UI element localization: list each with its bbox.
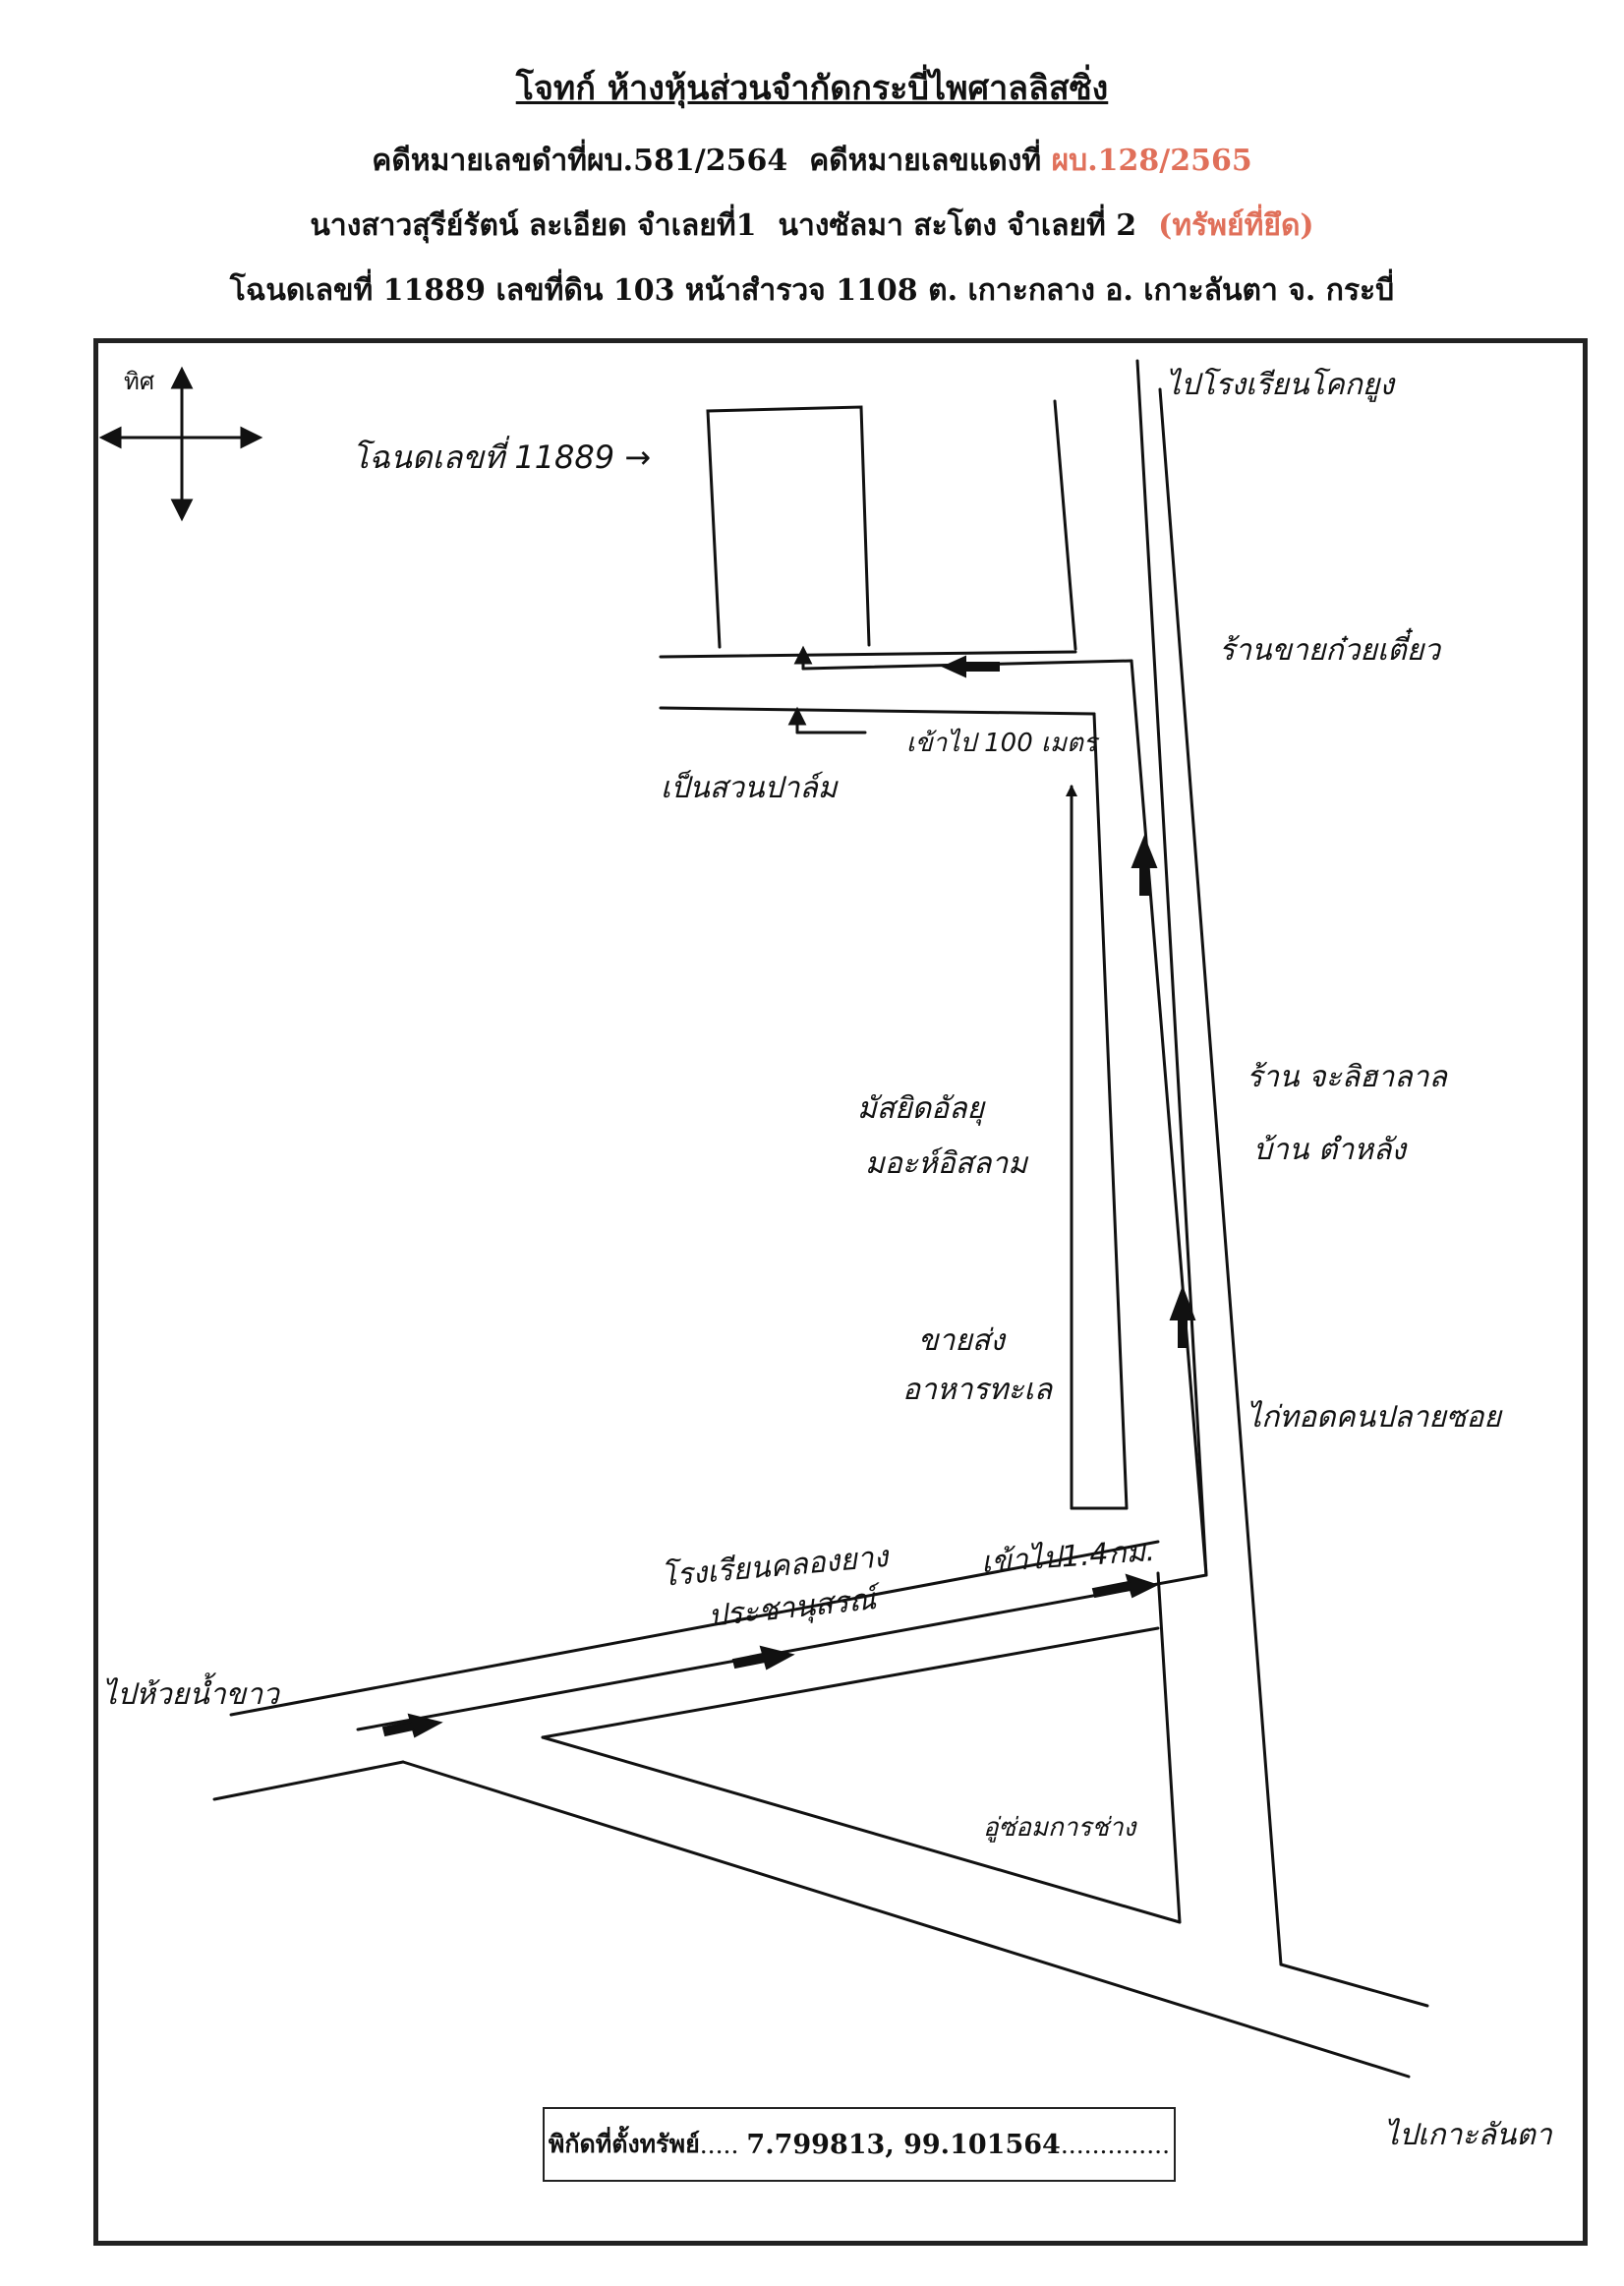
route-arrow-north-icon [1131, 835, 1158, 896]
coordinates-value: 7.799813, 99.101564 [746, 2129, 1061, 2160]
mosque-label-2: มอะห์อิสลาม [865, 1146, 1028, 1181]
noodle-shop-label: ร้านขายก๋วยเตี๋ยว [1219, 633, 1441, 668]
main-road-east-edge [1158, 387, 1283, 1966]
defendant-2: นางซัลมา สะโตง จำเลยที่ 2 [778, 208, 1137, 243]
to-school-top-label: ไปโรงเรียนโคกยูง [1166, 368, 1395, 402]
to-ko-lanta-label: ไปเกาะลันตา [1384, 2118, 1552, 2152]
fried-chicken-label: ไก่ทอดคนปลายซอย [1247, 1400, 1501, 1435]
map-frame [93, 338, 1588, 2246]
red-case-label: คดีหมายเลขแดงที่ [809, 144, 1042, 178]
red-case-number: ผบ.128/2565 [1051, 144, 1252, 178]
main-road-west-edge [1135, 359, 1208, 1577]
deed-plot-outline [706, 405, 871, 649]
house-label: บ้าน ตำหลัง [1253, 1133, 1407, 1167]
defendant-1: นางสาวสุรีย์รัตน์ ละเอียด จำเลยที่1 [310, 208, 757, 243]
plaintiff-title: โจทก์ ห้างหุ้นส่วนจำกัดกระบี่ไพศาลลิสซิ่… [515, 69, 1109, 108]
deed-label: โฉนดเลขที่ 11889 → [352, 439, 652, 476]
coordinates-label: พิกัดที่ตั้งทรัพย์ [548, 2130, 700, 2158]
to-huai-nam-khao-label: ไปห้วยน้ำขาว [102, 1677, 279, 1712]
mosque-label-1: มัสยิดอัลยุ [857, 1091, 985, 1126]
deed-details-line: โฉนดเลขที่ 11889 เลขที่ดิน 103 หน้าสำรวจ… [229, 273, 1395, 308]
route-arrow-east-icon [1091, 1573, 1159, 1599]
seafood-label-2: อาหารทะเล [902, 1373, 1053, 1407]
seafood-label-1: ขายส่ง [918, 1323, 1005, 1358]
palm-garden-label: เป็นสวนปาล์ม [661, 771, 838, 805]
seized-property-note: (ทรัพย์ที่ยึด) [1158, 208, 1314, 243]
lower-road-south-edge [212, 1760, 405, 1801]
route-arrow-east-icon [731, 1645, 795, 1671]
coordinates-box: พิกัดที่ตั้งทรัพย์..... 7.799813, 99.101… [543, 2107, 1176, 2182]
black-case-number: คดีหมายเลขดำที่ผบ.581/2564 [372, 144, 788, 178]
compass-label: ทิศ [124, 368, 155, 395]
case-numbers-line: คดีหมายเลขดำที่ผบ.581/2564 คดีหมายเลขแดงท… [0, 138, 1624, 184]
route-arrow-north-icon [1169, 1285, 1196, 1348]
enter-100m-label: เข้าไป 100 เมตร [906, 729, 1097, 758]
defendants-line: นางสาวสุรีย์รัตน์ ละเอียด จำเลยที่1 นางซั… [0, 203, 1624, 249]
lower-road-north-edge [229, 1540, 1160, 1717]
document-header: โจทก์ ห้างหุ้นส่วนจำกัดกระบี่ไพศาลลิสซิ่… [0, 0, 1624, 324]
halal-shop-label: ร้าน จะลิฮาลาล [1247, 1060, 1447, 1094]
route-arrow-west-icon [941, 655, 1000, 678]
route-arrow-east-icon [381, 1713, 443, 1738]
garage-label: อู่ซ่อมการช่าง [983, 1813, 1136, 1843]
compass-icon [98, 366, 263, 522]
